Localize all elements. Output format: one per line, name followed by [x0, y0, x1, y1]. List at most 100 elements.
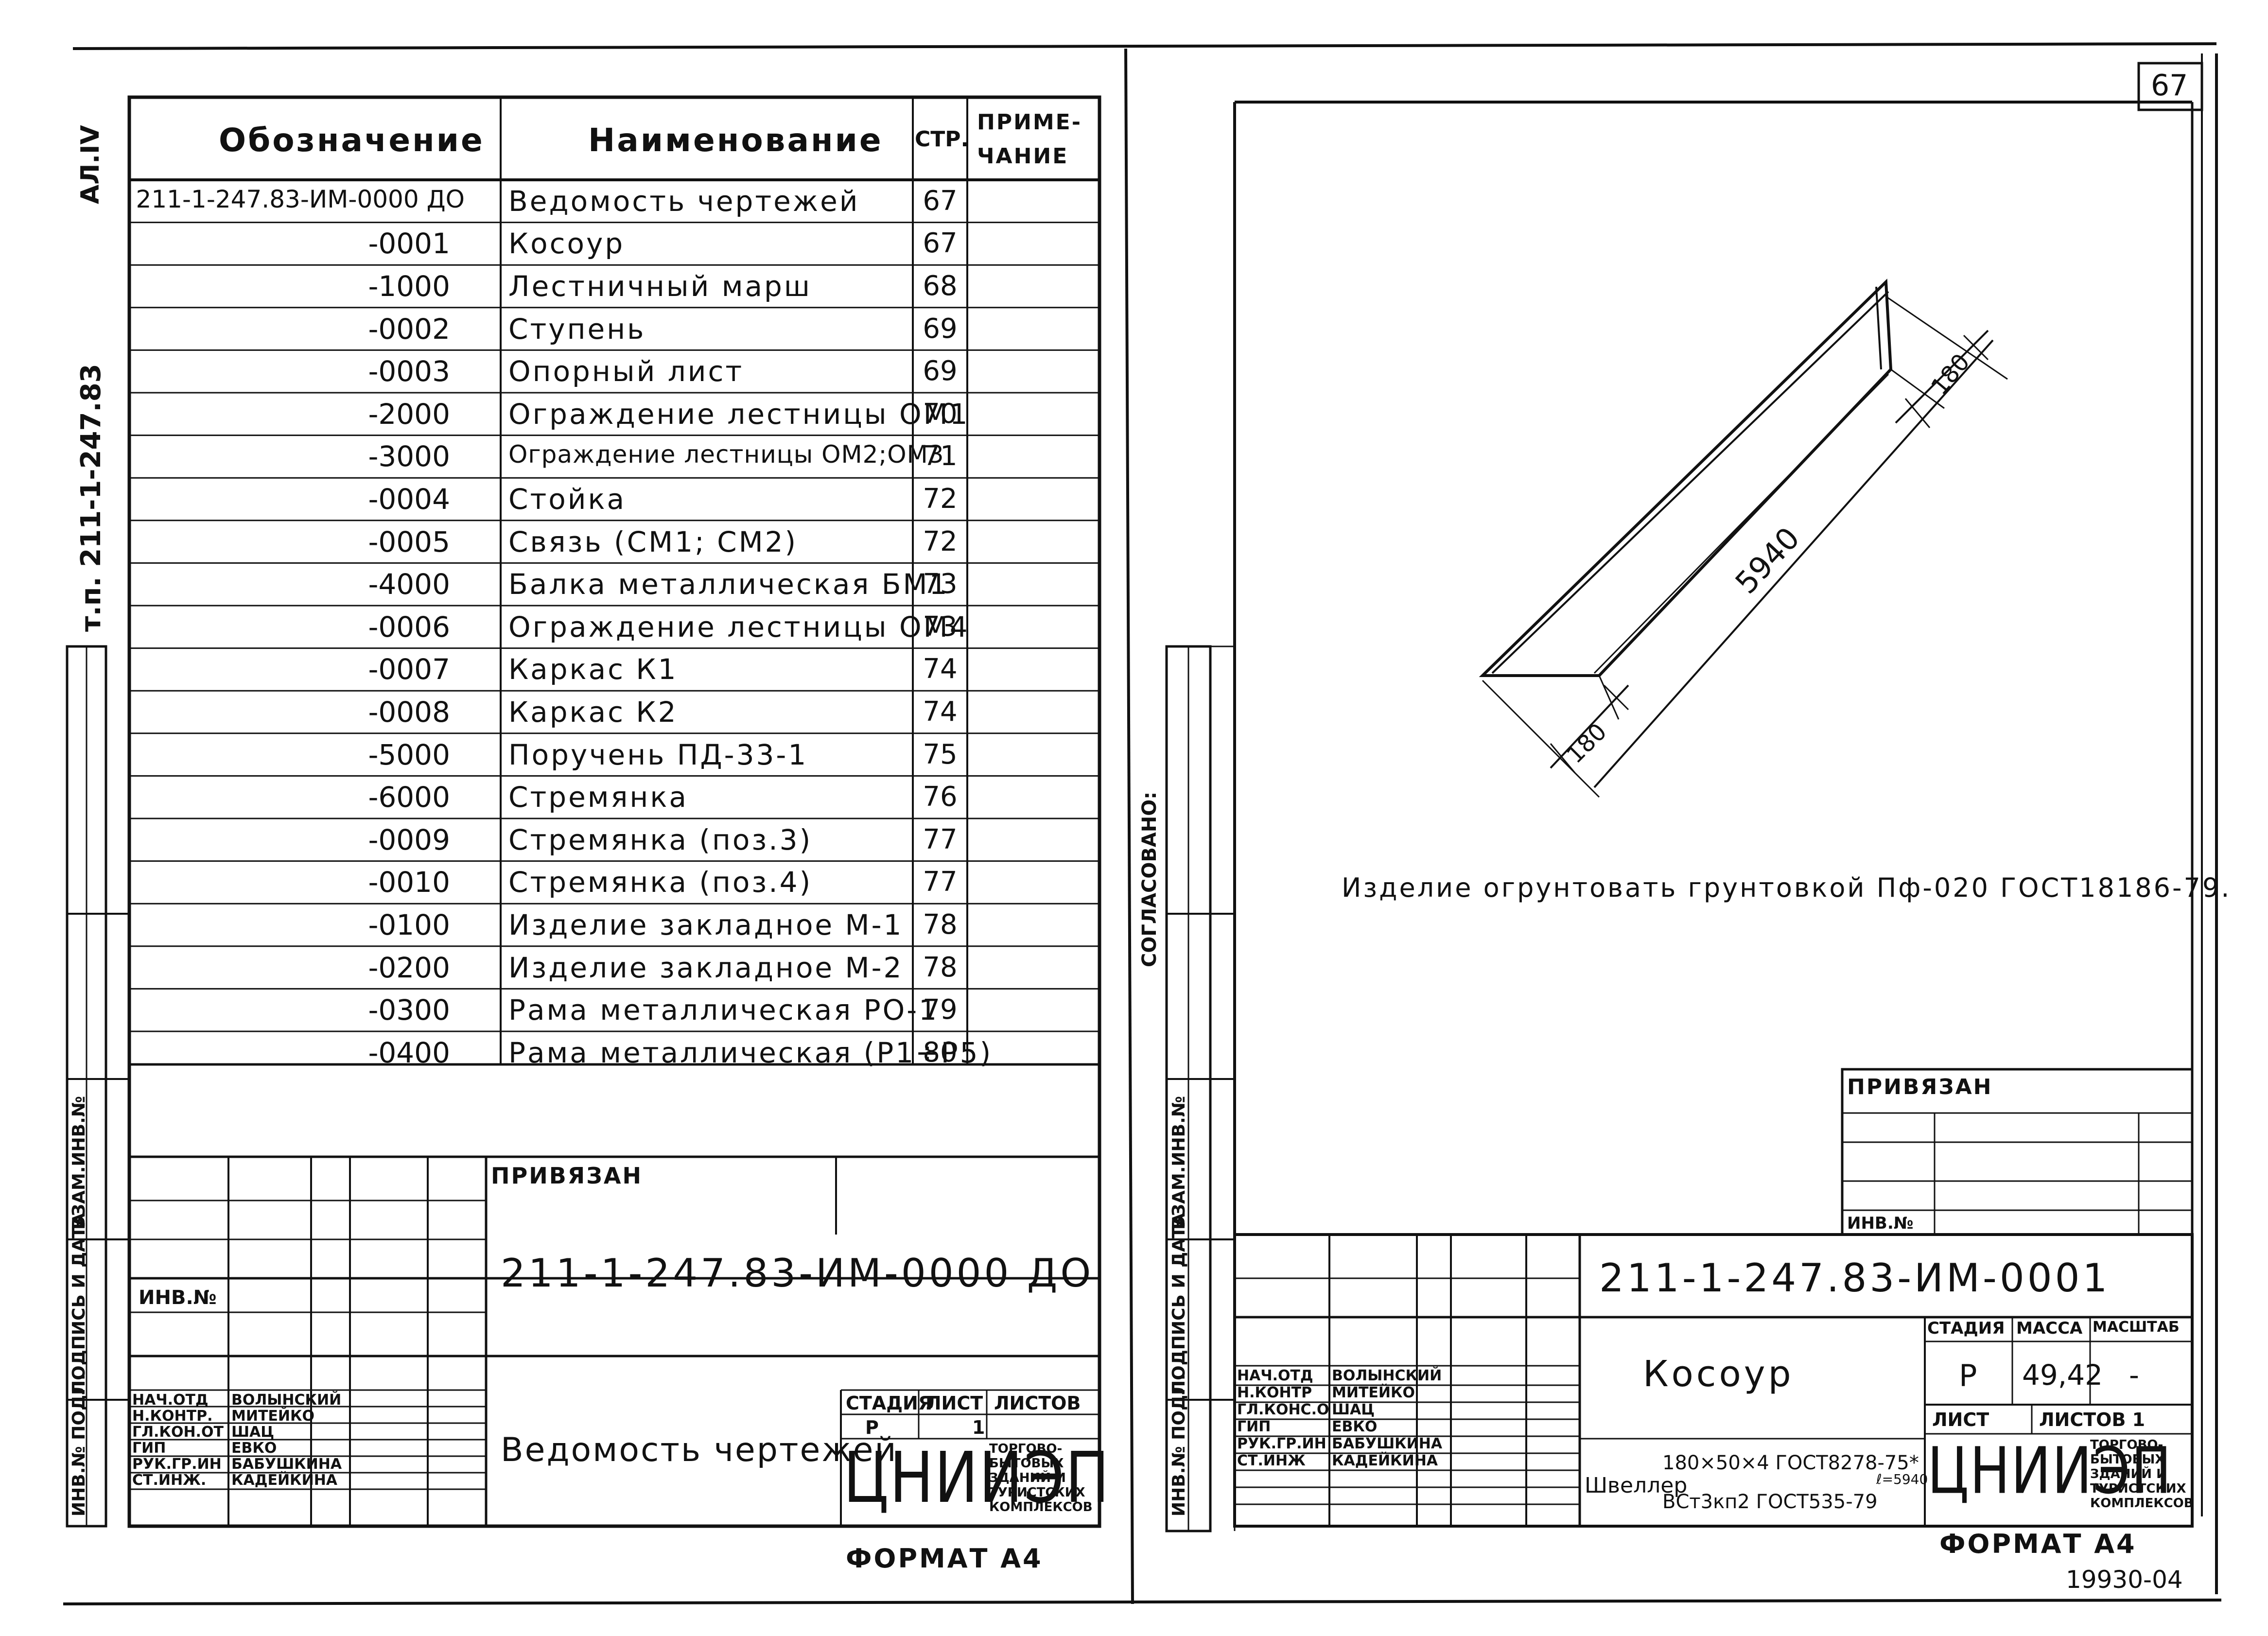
row-name: Изделие закладное М-1	[508, 908, 904, 941]
right-mass-value: 49,42	[2022, 1358, 2103, 1392]
signer-name: БАБУШКИНА	[231, 1456, 342, 1473]
org-desc-line: КОМПЛЕКСОВ	[989, 1500, 1093, 1514]
org-desc-line: КОМПЛЕКСОВ	[2090, 1496, 2194, 1511]
org-desc-line: ТУРИСТСКИХ	[989, 1485, 1085, 1500]
right-doc-code: 211-1-247.83-ИМ-0001	[1599, 1255, 2111, 1301]
right-sheet-label: ЛИСТ	[1932, 1409, 1989, 1430]
row-designation: -0008	[368, 695, 450, 729]
right-sheets-label: ЛИСТОВ 1	[2039, 1409, 2146, 1430]
signer-role: НАЧ.ОТД	[1237, 1367, 1313, 1384]
org-desc-line: ТУРИСТСКИХ	[2090, 1481, 2186, 1496]
right-stamp-label-vzam: ВЗАМ.ИНВ.№	[1169, 1096, 1189, 1230]
sheet-number: 67	[2151, 69, 2188, 103]
left-stage-label: СТАДИЯ	[846, 1392, 933, 1414]
row-name: Балка металлическая БМ1	[508, 568, 949, 601]
row-name: Связь (СМ1; СМ2)	[508, 525, 798, 558]
side-text-project: т.п. 211-1-247.83	[75, 364, 107, 632]
row-designation: -6000	[368, 781, 450, 814]
row-page: 76	[923, 781, 958, 813]
row-page: 75	[923, 738, 958, 770]
signer-name: КАДЕЙКИНА	[231, 1472, 338, 1489]
header-page: СТР.	[915, 127, 969, 152]
row-designation: -0010	[368, 866, 450, 899]
row-designation: -3000	[368, 440, 450, 473]
row-designation: -0002	[368, 312, 450, 346]
side-stamp-label-inv: ИНВ.№ ПОДЛ.	[69, 1374, 89, 1516]
row-name: Ступень	[508, 312, 646, 346]
signer-role: ГИП	[1237, 1418, 1271, 1435]
header-note-line1: ПРИМЕ-	[977, 110, 1082, 135]
row-designation: -0001	[368, 227, 450, 261]
right-stage-label: СТАДИЯ	[1927, 1319, 2005, 1338]
header-note-line2: ЧАНИЕ	[977, 144, 1069, 169]
org-desc-line: ЗДАНИЙ И	[2090, 1467, 2167, 1481]
row-page: 70	[923, 398, 958, 430]
org-desc-line: БЫТОВЫХ	[989, 1456, 1064, 1471]
row-name: Рама металлическая РО-1	[508, 993, 939, 1027]
row-page: 74	[923, 696, 958, 728]
row-name: Ограждение лестницы ОМ2;ОМ3	[508, 440, 944, 469]
signer-role: СТ.ИНЖ	[1237, 1452, 1306, 1469]
row-name: Ограждение лестницы ОМ1	[508, 397, 970, 431]
row-designation: -2000	[368, 397, 450, 431]
signer-name: БАБУШКИНА	[1332, 1435, 1443, 1452]
org-desc-line: ТОРГОВО-	[989, 1442, 1063, 1456]
left-sheet-value: 1	[972, 1417, 985, 1438]
row-name: Изделие закладное М-2	[508, 951, 904, 984]
row-page: 69	[923, 355, 958, 387]
row-designation: -0100	[368, 908, 450, 941]
soglasovano-label: СОГЛАСОВАНО:	[1138, 791, 1161, 967]
right-org-logo: ЦНИИЭП	[1927, 1433, 2173, 1508]
org-desc-line: ТОРГОВО-	[2090, 1438, 2163, 1452]
row-designation: -0300	[368, 993, 450, 1027]
row-name: Каркас К1	[508, 653, 678, 686]
signer-role: НАЧ.ОТД	[132, 1392, 209, 1409]
row-name: Косоур	[508, 227, 625, 261]
signer-role: Н.КОНТР.	[132, 1408, 213, 1425]
archive-number: 19930-04	[2066, 1566, 2183, 1594]
signer-name: КАДЕЙКИНА	[1332, 1452, 1438, 1469]
table-row: -0100 Изделие закладное М-1 78	[129, 904, 1099, 946]
signer-name: МИТЕЙКО	[1332, 1384, 1415, 1401]
row-designation: -0003	[368, 355, 450, 388]
row-name: Стойка	[508, 482, 627, 516]
header-name: Наименование	[588, 122, 883, 159]
row-page: 78	[923, 908, 958, 940]
signer-role: ГЛ.КОНС.О	[1237, 1401, 1329, 1418]
row-designation: -0007	[368, 653, 450, 686]
left-org-logo: ЦНИИЭП	[843, 1438, 1110, 1519]
row-designation: -5000	[368, 738, 450, 771]
right-mass-label: МАССА	[2016, 1319, 2083, 1338]
signer-role: РУК.ГР.ИН	[1237, 1435, 1326, 1452]
row-designation: -0200	[368, 951, 450, 984]
row-name: Ограждение лестницы ОМ4	[508, 610, 970, 644]
header-designation: Обозначение	[219, 122, 485, 159]
row-page: 78	[923, 951, 958, 983]
signer-name: ЕВКО	[231, 1440, 277, 1457]
row-designation: 211-1-247.83-ИМ-0000 ДО	[136, 185, 465, 213]
table-row: -0200 Изделие закладное М-2 78	[129, 946, 1099, 989]
signer-name: ЕВКО	[1332, 1418, 1378, 1435]
right-doc-title: Косоур	[1643, 1353, 1794, 1395]
row-page: 68	[923, 270, 958, 302]
right-format-label: ФОРМАТ А4	[1939, 1529, 2137, 1559]
row-name: Стремянка	[508, 781, 688, 814]
row-designation: -0400	[368, 1036, 450, 1069]
signer-name: ВОЛЫНСКИЙ	[1332, 1367, 1442, 1384]
left-privyazan: ПРИВЯЗАН	[491, 1163, 643, 1189]
row-designation: -0004	[368, 482, 450, 516]
row-page: 74	[923, 653, 958, 685]
right-stamp-label-inv: ИНВ.№ ПОДЛ.	[1169, 1374, 1189, 1516]
left-stage-value: Р	[865, 1417, 879, 1438]
side-text-album: АЛ.IV	[76, 125, 105, 204]
